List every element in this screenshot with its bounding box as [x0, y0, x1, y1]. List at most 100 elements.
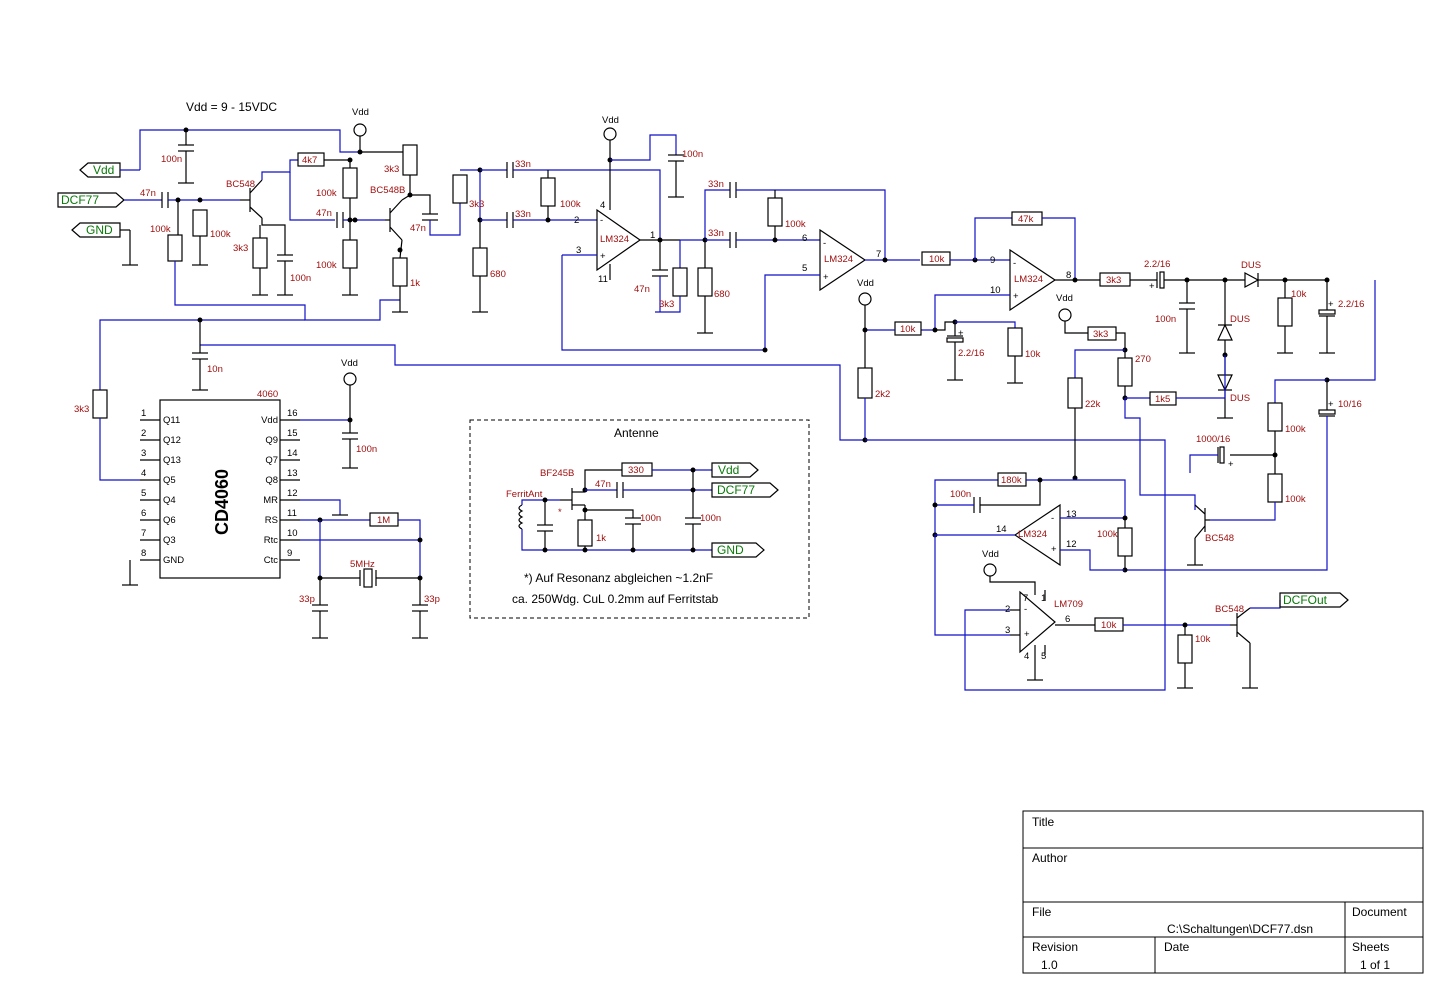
- svg-text:2: 2: [574, 215, 579, 226]
- svg-text:BC548B: BC548B: [370, 185, 405, 196]
- svg-text:100k: 100k: [1285, 494, 1306, 505]
- svg-text:11: 11: [598, 274, 608, 285]
- opamp-lm324-4: LM324 - + 13 12 14: [996, 503, 1077, 567]
- svg-text:100k: 100k: [316, 260, 337, 271]
- svg-text:13: 13: [1066, 509, 1077, 520]
- svg-text:3k3: 3k3: [659, 299, 674, 310]
- svg-text:5: 5: [1041, 651, 1046, 662]
- svg-text:100k: 100k: [316, 188, 337, 199]
- svg-text:+: +: [1228, 459, 1234, 470]
- vdd-symbol-5: Vdd: [341, 358, 358, 433]
- svg-text:100n: 100n: [640, 513, 661, 524]
- title-label: Title: [1032, 815, 1055, 829]
- svg-text:10k: 10k: [1195, 634, 1211, 645]
- ic-pin-number: 8: [141, 548, 146, 559]
- svg-text:100k: 100k: [785, 219, 806, 230]
- svg-text:7: 7: [1023, 593, 1028, 604]
- svg-text:9: 9: [990, 255, 995, 266]
- diode-dus-3: DUS: [1217, 374, 1250, 404]
- svg-text:12: 12: [1066, 539, 1077, 550]
- svg-text:*) Auf Resonanz abgleichen ~1.: *) Auf Resonanz abgleichen ~1.2nF: [524, 571, 713, 585]
- ic-pin-name: Rtc: [264, 535, 279, 546]
- svg-text:LM324: LM324: [824, 254, 853, 265]
- svg-text:10k: 10k: [1025, 349, 1041, 360]
- opamp-lm324-1: Vdd 100n LM324 - + 4 2 3 1 11: [574, 115, 703, 285]
- svg-text:1: 1: [1041, 593, 1046, 604]
- svg-text:8: 8: [1066, 270, 1071, 281]
- opamp-lm324-2: LM324 - + 6 5 7: [802, 228, 881, 292]
- svg-text:BC548: BC548: [226, 179, 255, 190]
- ic-pin-name: Q8: [265, 475, 278, 486]
- ic-pin-name: Q7: [265, 455, 278, 466]
- svg-text:100k: 100k: [1285, 424, 1306, 435]
- svg-text:1k: 1k: [410, 278, 420, 289]
- svg-text:LM709: LM709: [1054, 599, 1083, 610]
- svg-text:3k3: 3k3: [1093, 329, 1108, 340]
- svg-text:+: +: [1328, 399, 1334, 410]
- ic-cd4060: 4060 CD4060 1Q112Q123Q134Q55Q46Q67Q38GND…: [140, 389, 300, 579]
- svg-text:5: 5: [802, 263, 807, 274]
- svg-text:10k: 10k: [1291, 289, 1307, 300]
- ic-pin-left: 4Q5: [140, 468, 176, 486]
- svg-text:+: +: [1328, 299, 1334, 310]
- diode-dus-1: DUS: [1241, 260, 1261, 289]
- svg-text:180k: 180k: [1001, 475, 1022, 486]
- ic-pin-name: MR: [263, 495, 278, 506]
- svg-text:680: 680: [714, 289, 730, 300]
- svg-text:1k: 1k: [596, 533, 606, 544]
- svg-text:680: 680: [490, 269, 506, 280]
- svg-text:Vdd: Vdd: [93, 163, 114, 177]
- transistor-bc548-2: BC548: [1187, 504, 1234, 566]
- svg-text:DCFOut: DCFOut: [1283, 593, 1328, 607]
- vdd-symbol-2: Vdd: [857, 278, 874, 368]
- svg-text:LM324: LM324: [1014, 274, 1043, 285]
- svg-text:3k3: 3k3: [469, 199, 484, 210]
- transistor-bc548-3: BC548: [1215, 600, 1281, 689]
- svg-text:Vdd: Vdd: [352, 107, 369, 118]
- svg-text:DCF77: DCF77: [61, 193, 99, 207]
- ic-pin-name: Q13: [163, 455, 181, 466]
- ic-pin-left: 7Q3: [140, 528, 176, 546]
- svg-text:7: 7: [876, 249, 881, 260]
- ic-pin-number: 14: [287, 448, 298, 459]
- svg-text:GND: GND: [717, 543, 744, 557]
- svg-text:DCF77: DCF77: [717, 483, 755, 497]
- port-vdd: Vdd: [79, 162, 140, 178]
- ic-pin-name: RS: [265, 515, 278, 526]
- revision-label: Revision: [1032, 940, 1078, 954]
- ic-pin-name: Q3: [163, 535, 176, 546]
- ic-pin-number: 6: [141, 508, 146, 519]
- svg-text:3k3: 3k3: [384, 164, 399, 175]
- svg-text:100n: 100n: [356, 444, 377, 455]
- svg-text:BC548: BC548: [1205, 533, 1234, 544]
- ic-pin-number: 13: [287, 468, 298, 479]
- ic-pin-name: Q5: [163, 475, 176, 486]
- svg-text:10k: 10k: [1101, 620, 1117, 631]
- svg-text:DUS: DUS: [1230, 314, 1250, 325]
- svg-text:1k5: 1k5: [1155, 394, 1170, 405]
- svg-text:47n: 47n: [316, 208, 332, 219]
- svg-text:100k: 100k: [1097, 529, 1118, 540]
- svg-text:ca. 250Wdg. CuL 0.2mm auf Ferr: ca. 250Wdg. CuL 0.2mm auf Ferritstab: [512, 592, 719, 606]
- svg-text:CD4060: CD4060: [212, 469, 232, 535]
- svg-text:+: +: [1149, 281, 1155, 292]
- file-value: C:\Schaltungen\DCF77.dsn: [1167, 922, 1313, 936]
- svg-text:1M: 1M: [377, 515, 390, 526]
- svg-text:14: 14: [996, 524, 1007, 535]
- ic-pin-name: Q12: [163, 435, 181, 446]
- svg-text:100k: 100k: [560, 199, 581, 210]
- port-dcfout: DCFOut: [1279, 592, 1349, 608]
- svg-text:33n: 33n: [515, 159, 531, 170]
- svg-text:4k7: 4k7: [302, 155, 317, 166]
- svg-text:+: +: [1013, 291, 1019, 302]
- transistor-bc548b: [385, 194, 411, 241]
- ic-pin-number: 11: [287, 508, 297, 519]
